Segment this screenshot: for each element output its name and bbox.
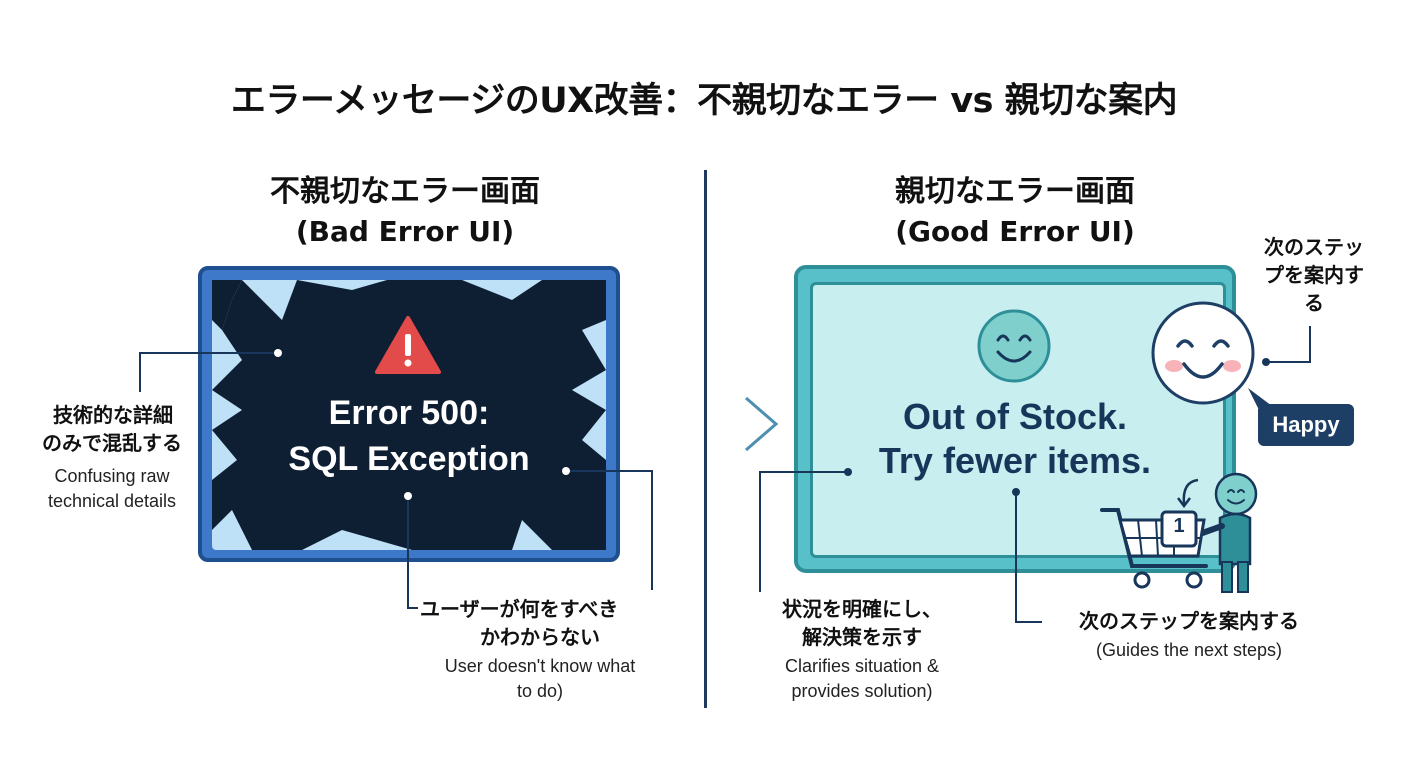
good-left-callout-jp-2: 解決策を示す (802, 625, 922, 649)
person-with-cart-graphic (1100, 472, 1258, 593)
warning-triangle-icon (375, 316, 441, 374)
bad-bottom-callout-jp-1: ユーザーが何をすべき (420, 597, 619, 621)
smiley-face-icon (977, 309, 1051, 383)
good-message-line2: Try fewer items. (878, 440, 1152, 481)
error-code-text: Error 500: (328, 394, 490, 432)
arrow-right-icon (634, 396, 779, 452)
bad-left-callout-jp-2: のみで混乱する (42, 431, 182, 455)
shattered-screen-graphic (212, 280, 606, 550)
top-note-line2: プを案内す (1264, 263, 1364, 287)
main-title: エラーメッセージのUX改善：不親切なエラー vs 親切な案内 (230, 81, 1178, 121)
top-note-line1: 次のステッ (1264, 235, 1364, 259)
center-divider (704, 170, 707, 708)
bad-bottom-callout-jp-2: かわからない (480, 625, 600, 649)
good-left-callout-en-2: provides solution) (791, 681, 933, 701)
bad-left-callout-en-1: Confusing raw (54, 466, 170, 486)
bad-panel-subtitle: (Bad Error UI) (295, 215, 515, 248)
top-note-line3: る (1304, 291, 1324, 315)
bad-bottom-callout-en-2: to do) (516, 681, 564, 701)
happy-face-icon (1151, 301, 1255, 405)
good-right-callout-en: (Guides the next steps) (1095, 640, 1283, 660)
error-detail-text: SQL Exception (288, 440, 530, 478)
happy-badge: Happy (1258, 404, 1354, 446)
good-panel-subtitle: (Good Error UI) (895, 215, 1135, 248)
good-left-callout-en-1: Clarifies situation & (784, 656, 940, 676)
bad-panel-title: 不親切なエラー画面 (270, 174, 540, 209)
good-message-line1: Out of Stock. (903, 396, 1127, 437)
shopping-cart-icon (1100, 508, 1208, 589)
cart-quantity: 1 (1173, 515, 1185, 537)
person-icon (1191, 472, 1258, 593)
good-panel-title: 親切なエラー画面 (895, 174, 1135, 209)
bad-left-callout-en-2: technical details (47, 491, 177, 511)
good-left-callout-jp-1: 状況を明確にし、 (782, 597, 942, 621)
good-right-callout-jp: 次のステップを案内する (1079, 609, 1299, 633)
bad-bottom-callout-en-1: User doesn't know what (444, 656, 636, 676)
bad-left-callout-jp-1: 技術的な詳細 (53, 403, 173, 427)
badge-pointer (1248, 388, 1272, 408)
